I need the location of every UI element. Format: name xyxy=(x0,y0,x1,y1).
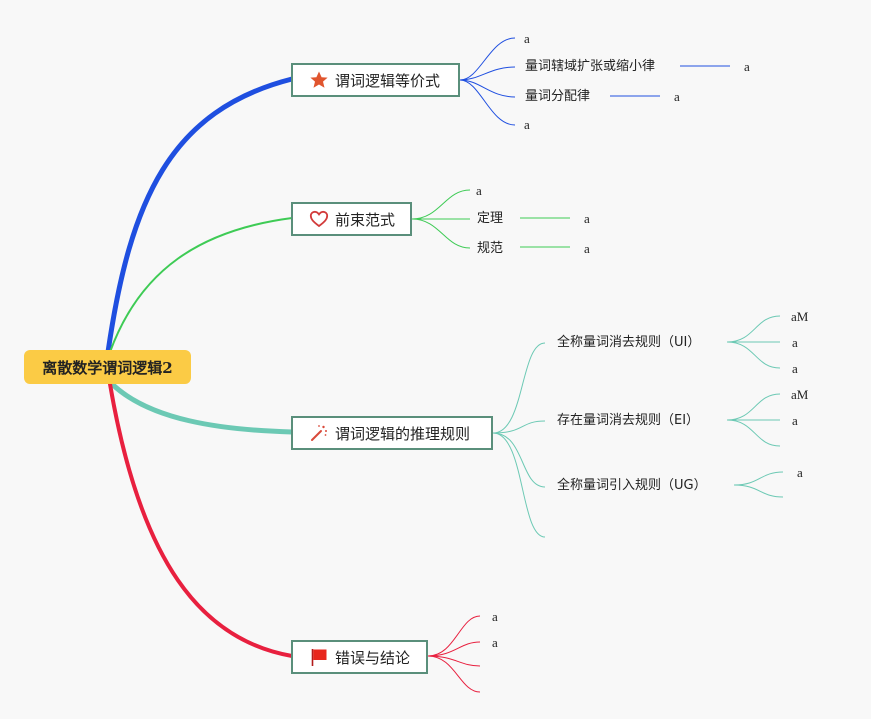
leaf-3-2-sub-2[interactable]: a xyxy=(792,413,798,428)
magic-wand-icon xyxy=(309,423,329,443)
root-topic[interactable]: 离散数学谓词逻辑2 xyxy=(24,350,191,384)
topic-prenex-form[interactable]: 前束范式 xyxy=(291,202,412,236)
branch-4-links xyxy=(427,615,481,693)
flag-icon xyxy=(309,647,329,667)
leaf-4-2[interactable]: a xyxy=(492,635,498,650)
leaf-2-1[interactable]: a xyxy=(476,183,482,198)
leaf-4-1[interactable]: a xyxy=(492,609,498,624)
leaf-1-4[interactable]: a xyxy=(524,117,530,132)
leaf-3-1-sub-1[interactable]: aM xyxy=(791,309,809,324)
topic-label: 前束范式 xyxy=(335,210,396,229)
leaf-1-2[interactable]: 量词辖域扩张或缩小律 xyxy=(525,59,656,74)
topic-errors-conclusions[interactable]: 错误与结论 xyxy=(291,640,428,674)
leaf-2-2-sub[interactable]: a xyxy=(584,211,590,226)
topic-label: 谓词逻辑的推理规则 xyxy=(335,424,471,443)
leaf-3-1-sub-3[interactable]: a xyxy=(792,361,798,376)
topic-label: 谓词逻辑等价式 xyxy=(335,71,441,90)
topic-label: 错误与结论 xyxy=(335,648,411,667)
leaf-1-3-sub[interactable]: a xyxy=(674,89,680,104)
leaf-1-2-sub[interactable]: a xyxy=(744,59,750,74)
leaf-3-3-sub-1[interactable]: a xyxy=(797,465,803,480)
topic-inference-rules[interactable]: 谓词逻辑的推理规则 xyxy=(291,416,493,450)
leaf-3-2-sub-1[interactable]: aM xyxy=(791,387,809,402)
leaf-3-1-sub-2[interactable]: a xyxy=(792,335,798,350)
leaf-2-2[interactable]: 定理 xyxy=(477,211,504,226)
leaf-1-1[interactable]: a xyxy=(524,31,530,46)
branch-line-2 xyxy=(109,217,293,353)
leaf-2-3[interactable]: 规范 xyxy=(477,241,504,256)
branch-line-4 xyxy=(108,382,294,658)
leaf-3-1[interactable]: 全称量词消去规则（UI） xyxy=(557,335,701,350)
branch-3-links xyxy=(492,315,784,538)
heart-icon xyxy=(309,209,329,229)
leaf-2-3-sub[interactable]: a xyxy=(584,241,590,256)
leaf-3-3[interactable]: 全称量词引入规则（UG） xyxy=(557,478,707,493)
leaf-1-3[interactable]: 量词分配律 xyxy=(525,89,591,104)
star-icon xyxy=(309,70,329,90)
branch-2-links xyxy=(411,189,570,249)
topic-equivalence[interactable]: 谓词逻辑等价式 xyxy=(291,63,460,97)
leaf-3-2[interactable]: 存在量词消去规则（EI） xyxy=(557,413,700,428)
branch-1-links xyxy=(459,37,730,126)
branch-line-1 xyxy=(105,76,295,355)
branch-line-3 xyxy=(109,381,295,435)
